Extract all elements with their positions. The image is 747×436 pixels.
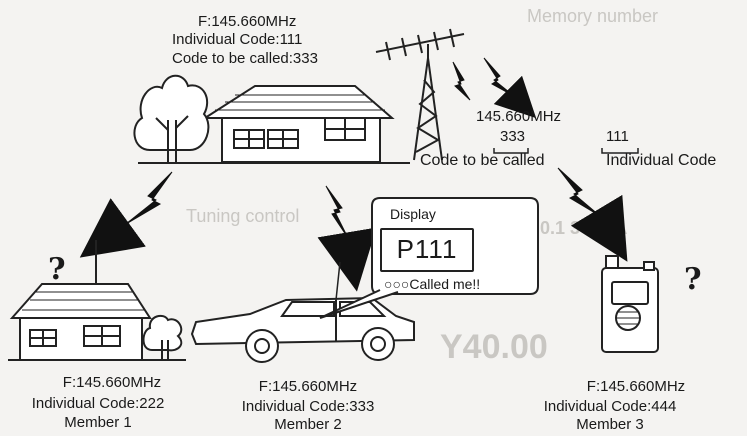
member-3-name: Member 3 (520, 416, 700, 433)
antenna-tower-icon (376, 29, 464, 160)
member-2-frequency: F:145.660MHz (218, 378, 398, 395)
main-house-icon (205, 86, 392, 162)
arrow-to-member-2 (348, 238, 352, 262)
transmitted-own-code: 111 (606, 128, 629, 145)
individual-code-label: Individual Code (606, 152, 716, 169)
member-1-code: Individual Code:222 (0, 395, 196, 412)
small-tree-icon (144, 316, 182, 360)
transmitted-called-code: 333 (500, 128, 525, 145)
arrow-to-member-1 (104, 224, 126, 240)
member-2-code: Individual Code:333 (210, 398, 406, 415)
radio-wave-bolt-1 (453, 62, 470, 100)
top-frequency: F:145.660MHz (198, 13, 296, 30)
tree-icon (134, 76, 208, 163)
arrow-to-member-3 (600, 216, 612, 236)
member-1-name: Member 1 (0, 414, 196, 431)
display-title: Display (390, 206, 436, 223)
member-3-frequency: F:145.660MHz (536, 378, 736, 395)
member-2-name: Member 2 (210, 416, 406, 433)
display-message: ○○○Called me!! (384, 276, 480, 293)
member-1-frequency: F:145.660MHz (12, 374, 212, 391)
radio-wave-bolt-5 (558, 168, 600, 216)
handheld-transceiver-icon (602, 256, 658, 352)
radio-wave-bolt-2 (484, 58, 514, 96)
member-3-code: Individual Code:444 (510, 398, 710, 415)
top-code-to-call: Code to be called:333 (172, 50, 318, 67)
code-to-be-called-label: Code to be called (420, 152, 545, 169)
member-1-question-mark: ? (48, 252, 66, 287)
transmitted-frequency: 145.660MHz (476, 108, 561, 125)
arrow-to-code (514, 96, 522, 104)
display-lcd-readout: P111 (380, 228, 474, 272)
radio-wave-bolt-3 (126, 172, 172, 224)
radio-wave-bolt-4 (326, 186, 348, 238)
top-individual-code: Individual Code:111 (172, 31, 302, 48)
member-3-question-mark: ? (684, 262, 702, 297)
